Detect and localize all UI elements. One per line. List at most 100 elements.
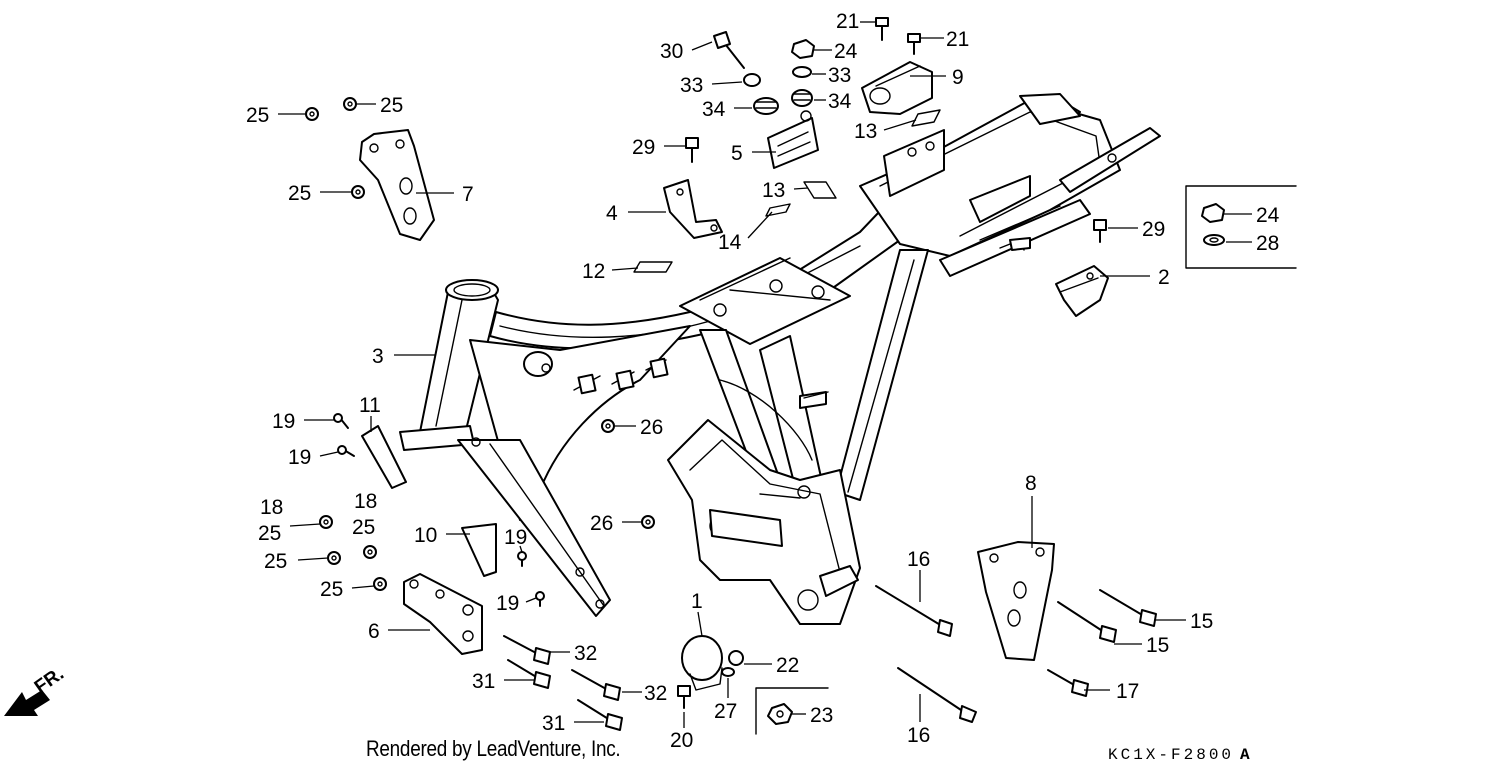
rubber-34-right[interactable] bbox=[791, 89, 813, 107]
nut-23[interactable] bbox=[767, 703, 793, 725]
washer-27[interactable] bbox=[721, 667, 735, 677]
callout-25c: 25 bbox=[288, 182, 311, 205]
long-bolt-16-upper[interactable] bbox=[875, 585, 953, 637]
clamp-5[interactable] bbox=[767, 110, 819, 169]
clamp-band-1[interactable] bbox=[681, 635, 723, 691]
nut-25-b[interactable] bbox=[343, 97, 357, 111]
bolt-19-a[interactable] bbox=[333, 413, 349, 429]
diagram-code: KC1X-F2800 A bbox=[1108, 746, 1250, 764]
nut-25-c[interactable] bbox=[351, 185, 365, 199]
callout-25e: 25 bbox=[352, 516, 375, 539]
callout-16b: 16 bbox=[907, 724, 930, 747]
callout-32a: 32 bbox=[574, 642, 597, 665]
rubber-34-left[interactable] bbox=[753, 97, 779, 115]
callout-26b: 26 bbox=[590, 512, 613, 535]
bolt-19-c[interactable] bbox=[517, 551, 527, 567]
callout-26a: 26 bbox=[640, 416, 663, 439]
callout-25d: 25 bbox=[258, 522, 281, 545]
callout-11: 11 bbox=[359, 394, 381, 417]
bracket-2[interactable] bbox=[1055, 265, 1109, 317]
bolt-31-lower[interactable] bbox=[577, 699, 623, 731]
nut-22[interactable] bbox=[728, 650, 744, 666]
inset-box-23 bbox=[755, 687, 829, 735]
engine-hanger-plate-rear[interactable] bbox=[977, 541, 1055, 661]
callout-12: 12 bbox=[582, 260, 605, 283]
callout-24b: 24 bbox=[1256, 204, 1280, 227]
nut-24-top[interactable] bbox=[791, 39, 815, 59]
bolt-31-upper[interactable] bbox=[507, 659, 551, 689]
bolt-19-b[interactable] bbox=[337, 445, 355, 457]
bolt-29-rear[interactable] bbox=[1093, 219, 1107, 243]
callout-labels: 1 2 3 4 5 6 7 8 9 10 11 12 13 bbox=[246, 10, 1280, 752]
callout-13b: 13 bbox=[762, 179, 785, 202]
callout-19d: 19 bbox=[496, 592, 519, 615]
callout-25b: 25 bbox=[380, 94, 403, 117]
callout-21a: 21 bbox=[836, 10, 859, 33]
callout-2: 2 bbox=[1158, 266, 1170, 289]
nut-26-a[interactable] bbox=[601, 419, 615, 433]
bolt-19-d[interactable] bbox=[535, 591, 545, 607]
callout-10: 10 bbox=[414, 524, 437, 547]
nut-25-g[interactable] bbox=[373, 577, 387, 591]
washer-28-inset[interactable] bbox=[1203, 234, 1225, 246]
bolt-30[interactable] bbox=[713, 31, 745, 69]
caution-label-12[interactable] bbox=[633, 261, 673, 273]
callout-13a: 13 bbox=[854, 120, 877, 143]
callout-1: 1 bbox=[691, 590, 703, 613]
callout-33b: 33 bbox=[828, 64, 851, 87]
callout-34a: 34 bbox=[702, 98, 726, 121]
bolt-32-upper[interactable] bbox=[503, 635, 551, 665]
nut-25-f[interactable] bbox=[327, 551, 341, 565]
label-13-front[interactable] bbox=[803, 181, 837, 199]
callout-19a: 19 bbox=[272, 410, 295, 433]
label-14[interactable] bbox=[765, 203, 791, 217]
screw-21-top[interactable] bbox=[875, 17, 889, 41]
frame-body[interactable] bbox=[399, 93, 1161, 625]
inset-box-24-28 bbox=[1185, 185, 1297, 269]
nut-25-d[interactable] bbox=[319, 515, 333, 529]
callout-6: 6 bbox=[368, 620, 380, 643]
screw-21-side[interactable] bbox=[907, 33, 921, 55]
front-arrow-icon: FR. bbox=[4, 663, 68, 716]
callout-4: 4 bbox=[606, 202, 618, 225]
callout-9: 9 bbox=[952, 66, 964, 89]
bolt-32-lower[interactable] bbox=[571, 669, 621, 701]
render-credit: Rendered by LeadVenture, Inc. bbox=[366, 736, 621, 761]
bracket-4[interactable] bbox=[663, 179, 723, 239]
washer-33-right[interactable] bbox=[792, 66, 812, 78]
frame-plate-11[interactable] bbox=[361, 425, 407, 489]
callout-30: 30 bbox=[660, 40, 683, 63]
callout-31a: 31 bbox=[472, 670, 495, 693]
label-13-rear[interactable] bbox=[911, 109, 941, 127]
nut-25-e[interactable] bbox=[363, 545, 377, 559]
bolt-15-upper[interactable] bbox=[1099, 589, 1157, 627]
diagram-code-main: KC1X-F2800 bbox=[1108, 746, 1235, 764]
callout-16a: 16 bbox=[907, 548, 930, 571]
callout-29a: 29 bbox=[632, 136, 655, 159]
callout-7: 7 bbox=[462, 183, 474, 206]
engine-hanger-plate-front[interactable] bbox=[403, 573, 483, 655]
nut-26-b[interactable] bbox=[641, 515, 655, 529]
diagram-code-suffix: A bbox=[1240, 746, 1250, 764]
tank-mounting-rubber-9[interactable] bbox=[861, 61, 933, 115]
engine-hanger-plate-upper[interactable] bbox=[359, 129, 435, 241]
callout-25a: 25 bbox=[246, 104, 269, 127]
callout-8: 8 bbox=[1025, 472, 1037, 495]
callout-29b: 29 bbox=[1142, 218, 1165, 241]
front-indicator-label: FR. bbox=[31, 663, 68, 698]
bolt-15-lower[interactable] bbox=[1057, 601, 1117, 643]
bolt-29-center[interactable] bbox=[685, 137, 699, 163]
nut-24-inset[interactable] bbox=[1201, 203, 1225, 223]
callout-5: 5 bbox=[731, 142, 743, 165]
bolt-20[interactable] bbox=[677, 685, 691, 709]
washer-33-left[interactable] bbox=[743, 73, 761, 87]
bolt-17[interactable] bbox=[1047, 669, 1089, 697]
nut-25-a[interactable] bbox=[305, 107, 319, 121]
long-bolt-16-lower[interactable] bbox=[897, 667, 977, 723]
callout-18b: 18 bbox=[354, 490, 377, 513]
callout-28: 28 bbox=[1256, 232, 1279, 255]
callout-15a: 15 bbox=[1190, 610, 1213, 633]
frame-plate-10[interactable] bbox=[461, 523, 497, 577]
callout-18a: 18 bbox=[260, 496, 283, 519]
